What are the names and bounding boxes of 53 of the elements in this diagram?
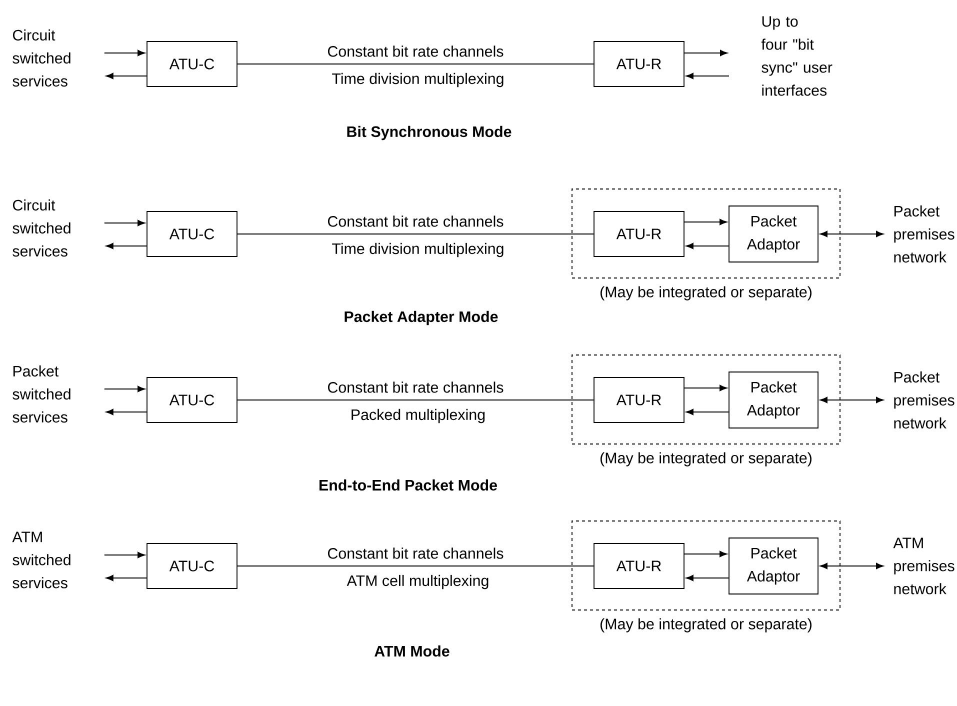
arrow bbox=[684, 218, 728, 226]
line-label: ATM cell multiplexing bbox=[346, 574, 488, 590]
endpoint-label: Packet switched services bbox=[12, 365, 70, 423]
arrow bbox=[820, 230, 884, 238]
process-box: ATU-C bbox=[146, 211, 238, 257]
mode-title: Packet Adapter Mode bbox=[344, 310, 498, 326]
arrow bbox=[104, 386, 146, 392]
arrow bbox=[686, 72, 730, 80]
arrow bbox=[104, 220, 146, 226]
arrow bbox=[104, 552, 146, 558]
arrow bbox=[104, 50, 146, 56]
process-box: Packet Adaptor bbox=[728, 372, 818, 428]
endpoint-label: Circuit switched services bbox=[12, 29, 70, 87]
mode-title: Bit Synchronous Mode bbox=[347, 126, 512, 140]
arrow bbox=[686, 242, 730, 250]
arrow bbox=[686, 408, 730, 416]
process-box: Packet Adaptor bbox=[728, 538, 818, 594]
arrow bbox=[684, 50, 728, 56]
endpoint-label: ATM premises network bbox=[893, 538, 954, 594]
arrow bbox=[106, 408, 148, 416]
node-label: (May be integrated or separate) bbox=[600, 286, 812, 300]
mode-title: ATM Mode bbox=[374, 645, 450, 657]
endpoint-label: Circuit switched services bbox=[12, 199, 70, 257]
process-box: ATU-R bbox=[594, 377, 684, 423]
arrow bbox=[106, 574, 148, 582]
process-box: Packet Adaptor bbox=[728, 206, 818, 262]
line-label: Time division multiplexing bbox=[332, 72, 504, 88]
line-label: Packed multiplexing bbox=[352, 408, 485, 424]
edge-label: Constant bit rate channels bbox=[326, 44, 505, 58]
endpoint-label: Packet premises network bbox=[894, 371, 954, 429]
node-label: (May be integrated or separate) bbox=[600, 618, 812, 632]
arrow bbox=[684, 550, 728, 558]
edge-label: Constant bit rate channels bbox=[326, 546, 505, 560]
arrow bbox=[106, 72, 148, 80]
endpoint-label: Packet premises network bbox=[894, 205, 954, 263]
arrow bbox=[820, 396, 884, 404]
arrow bbox=[686, 574, 730, 582]
edge-label: Constant bit rate channels bbox=[326, 214, 505, 228]
process-box: ATU-R bbox=[594, 543, 684, 589]
process-box: ATU-C bbox=[146, 41, 238, 87]
endpoint-label: ATM switched services bbox=[12, 532, 70, 588]
arrow bbox=[684, 384, 728, 392]
process-box: ATU-R bbox=[594, 41, 684, 87]
endpoint-label: Up to four "bit sync" user interfaces bbox=[761, 16, 832, 96]
process-box: ATU-R bbox=[594, 211, 684, 257]
process-box: ATU-C bbox=[146, 543, 238, 589]
arrow bbox=[820, 562, 884, 570]
arrow bbox=[106, 242, 148, 250]
node-label: (May be integrated or separate) bbox=[600, 452, 812, 466]
process-box: ATU-C bbox=[146, 377, 238, 423]
line-label: Time division multiplexing bbox=[332, 242, 504, 258]
edge-label: Constant bit rate channels bbox=[326, 380, 505, 394]
mode-title: End-to-End Packet Mode bbox=[320, 479, 497, 491]
